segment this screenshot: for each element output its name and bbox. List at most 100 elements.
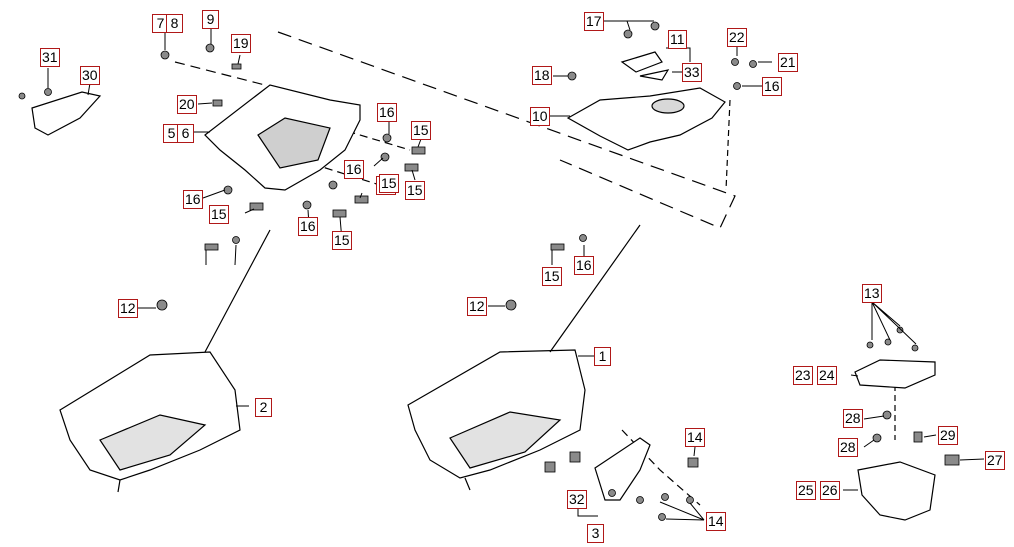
dashed-alignment-line [725,99,731,191]
leader-line [550,20,772,117]
bolt [404,163,419,172]
washer [18,92,26,100]
part-callout-15f[interactable]: 15 [542,267,562,286]
washer [733,82,741,90]
part-callout-25[interactable]: 25 [796,481,816,500]
fastener-12 [156,299,168,311]
part-callout-24[interactable]: 24 [817,366,837,385]
part-callout-16b[interactable]: 16 [344,160,364,179]
right-footrest-deck [449,411,562,469]
washer [302,200,312,210]
dashed-alignment-line [174,61,266,86]
part-callout-9[interactable]: 9 [202,10,219,29]
part-callout-16g[interactable]: 16 [574,256,594,275]
leader-line [577,446,705,521]
clip [212,99,223,107]
washer [579,234,587,242]
part-callout-33[interactable]: 33 [682,63,702,82]
part-callout-27[interactable]: 27 [985,451,1005,470]
part-callout-14b[interactable]: 14 [706,512,726,531]
leader-line [843,301,985,491]
part-callout-28a[interactable]: 28 [843,409,863,428]
part-callout-13[interactable]: 13 [862,284,882,303]
part-callout-16f[interactable]: 16 [762,77,782,96]
part-callout-14a[interactable]: 14 [685,428,705,447]
washer [44,88,52,96]
top-cover [566,87,726,151]
screw [911,344,919,352]
screw [636,496,644,504]
screw [205,43,215,53]
bushing [569,451,581,463]
part-callout-12a[interactable]: 12 [118,299,138,318]
screw [608,489,616,497]
part-callout-15e[interactable]: 15 [332,231,352,250]
part-callout-29[interactable]: 29 [938,426,958,445]
part-callout-11[interactable]: 11 [668,30,687,49]
front-cover-recess [257,117,331,169]
part-callout-16d[interactable]: 16 [183,190,203,209]
part-callout-17[interactable]: 17 [584,12,604,31]
part-callout-12b[interactable]: 12 [467,297,487,316]
bushing [544,461,556,473]
support-line [464,224,641,491]
part-callout-1[interactable]: 1 [594,347,611,366]
leader-line [164,27,241,133]
screw [896,326,904,334]
screw [731,58,739,66]
washer [382,133,392,143]
part-callout-19[interactable]: 19 [231,34,251,53]
screw [567,71,577,81]
battery-tray-lid [854,359,936,389]
bracket-part [620,51,663,73]
top-cover-opening [651,98,685,114]
part-callout-6[interactable]: 6 [177,124,194,143]
part-callout-31[interactable]: 31 [40,48,60,67]
screw [661,493,669,501]
part-callout-16a[interactable]: 16 [377,103,397,122]
part-callout-20[interactable]: 20 [177,95,197,114]
part-callout-15d[interactable]: 15 [209,205,229,224]
screw [686,496,694,504]
bracket-part [31,91,102,136]
part-callout-26[interactable]: 26 [820,481,840,500]
support-line [117,229,271,493]
washer [328,180,338,190]
part-callout-10[interactable]: 10 [530,107,550,126]
leader-line [138,307,249,407]
bushing [687,457,699,468]
part-callout-28b[interactable]: 28 [838,438,858,457]
part-callout-22[interactable]: 22 [727,28,747,47]
screw [749,60,757,68]
part-callout-2[interactable]: 2 [255,398,272,417]
screw [623,29,633,39]
part-callout-16e[interactable]: 16 [298,217,318,236]
part-callout-8[interactable]: 8 [166,14,183,33]
part-callout-18[interactable]: 18 [532,66,552,85]
bolt [354,195,369,204]
screw [160,50,170,60]
part-callout-21[interactable]: 21 [778,53,798,72]
bolt [550,243,565,251]
part-callout-15c[interactable]: 15 [379,174,399,193]
bolt [411,146,426,155]
part-callout-3[interactable]: 3 [587,524,604,543]
part-callout-23[interactable]: 23 [793,366,813,385]
part-callout-15b[interactable]: 15 [405,181,425,200]
screw [650,21,660,31]
fastener-12 [505,299,517,311]
screw [658,513,666,521]
part-callout-30[interactable]: 30 [80,66,100,85]
right-footrest [407,349,586,479]
skid-plate [594,437,651,501]
screw [884,338,892,346]
part-callout-15a[interactable]: 15 [411,121,431,140]
leader-line [47,68,91,96]
bracket-part [639,69,670,81]
washer [223,185,233,195]
leader-line [488,245,594,357]
part-callout-32[interactable]: 32 [567,490,587,509]
screw [872,433,882,443]
